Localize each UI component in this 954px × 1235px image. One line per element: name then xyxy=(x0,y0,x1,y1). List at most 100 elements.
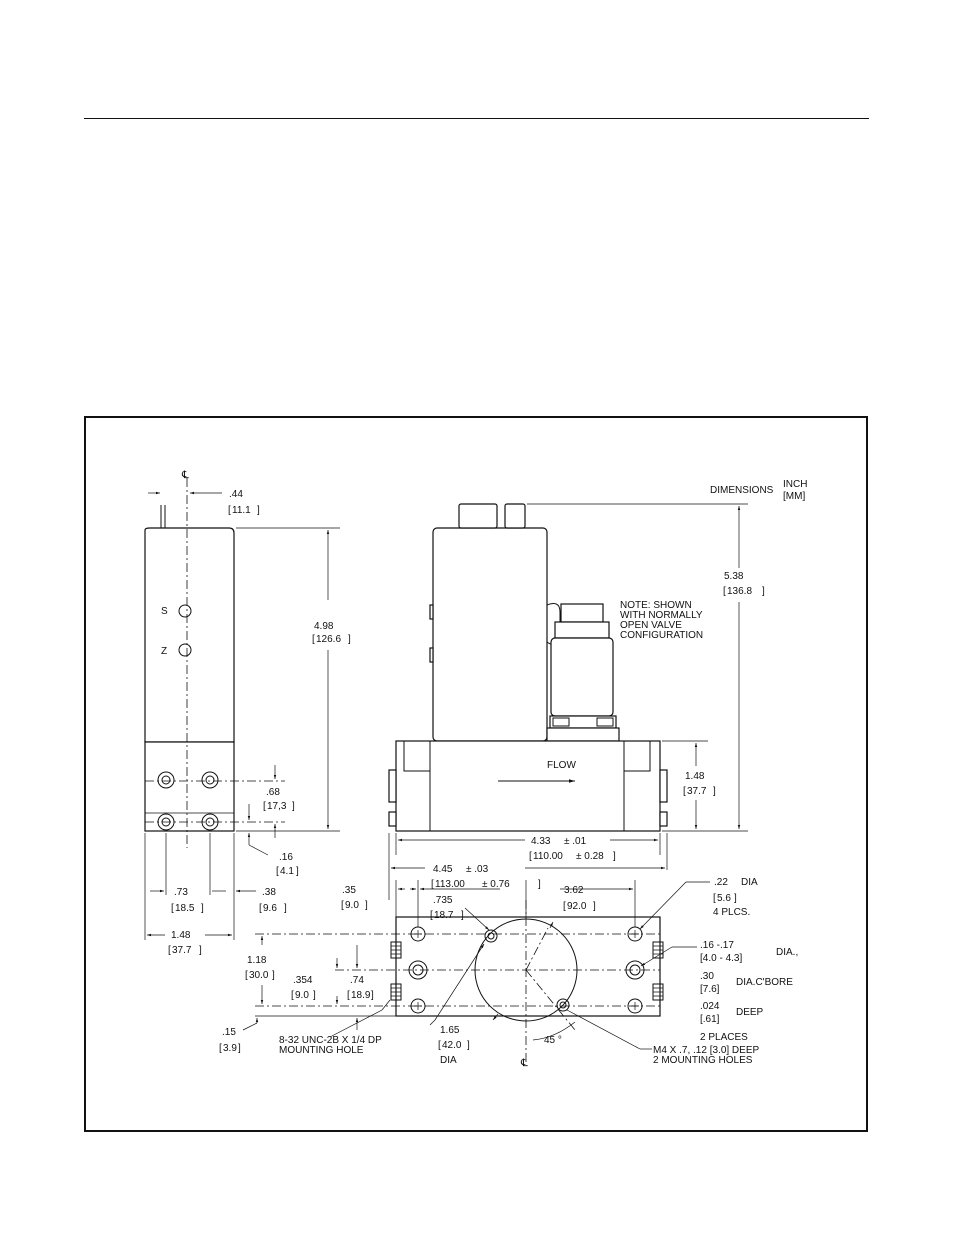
label-s: S xyxy=(161,606,168,617)
dim-35-mm: 9.0 xyxy=(345,900,359,911)
side-fitting-bottom-left xyxy=(157,813,175,831)
dim-30-mm: [7.6] xyxy=(700,984,720,995)
mount-hole-line-1: 8-32 UNC-2B X 1/4 DP xyxy=(279,1035,382,1046)
dim-148-side: 1.48 xyxy=(171,930,191,941)
dim-362-mm: 92.0 xyxy=(567,901,587,912)
side-view-base xyxy=(144,741,235,832)
header-rule xyxy=(84,118,869,119)
dim-30: .30 xyxy=(700,971,714,982)
dim-73: .73 xyxy=(174,887,188,898)
svg-text:[: [ xyxy=(431,879,434,890)
dim-74-mm: 18.9 xyxy=(351,990,371,1001)
dim-73-mm: 18.5 xyxy=(175,903,195,914)
dim-024-mm: [.61] xyxy=(700,1014,720,1025)
svg-text:]: ] xyxy=(713,786,716,797)
svg-text:[: [ xyxy=(723,586,726,597)
svg-text:]: ] xyxy=(538,879,541,890)
dim-16: .16 xyxy=(279,852,293,863)
dim-024-label: DEEP xyxy=(736,1007,764,1018)
dim-38-mm: 9.6 xyxy=(263,903,277,914)
note-line-3: OPEN VALVE xyxy=(620,620,682,631)
dim-15: .15 xyxy=(222,1027,236,1038)
dim-445: 4.45 xyxy=(433,864,453,875)
side-fitting-top-right xyxy=(201,771,219,789)
m4-hole-upper xyxy=(484,929,498,943)
dim-1617-label: DIA., xyxy=(776,947,798,958)
svg-text:[: [ xyxy=(291,990,294,1001)
front-view: FLOW DIMENSIONS INCH [MM] NOTE: SHOWN WI… xyxy=(388,479,807,900)
svg-text:]: ] xyxy=(461,910,464,921)
svg-text:[: [ xyxy=(168,945,171,956)
dim-1617: .16 -.17 xyxy=(700,940,734,951)
svg-text:]: ] xyxy=(201,903,204,914)
z-port xyxy=(178,643,192,657)
bottom-base-plate xyxy=(395,916,661,1017)
svg-text:[: [ xyxy=(276,866,279,877)
svg-text:[: [ xyxy=(563,901,566,912)
mount-hole-line-2: MOUNTING HOLE xyxy=(279,1045,364,1056)
svg-text:[: [ xyxy=(259,903,262,914)
dim-433-tol: ± .01 xyxy=(564,836,587,847)
hole-right-mid xyxy=(625,960,645,980)
m4-line-2: 2 MOUNTING HOLES xyxy=(653,1055,753,1066)
front-connector-right xyxy=(504,503,526,529)
svg-text:[: [ xyxy=(263,801,266,812)
svg-text:[: [ xyxy=(341,900,344,911)
svg-text:]: ] xyxy=(593,901,596,912)
mount-hole-right xyxy=(652,941,664,1001)
svg-text:[: [ xyxy=(430,910,433,921)
svg-text:[: [ xyxy=(219,1043,222,1054)
m4-line-1: M4 X .7, .12 [3.0] DEEP xyxy=(653,1045,759,1056)
bottom-circle xyxy=(474,918,578,1022)
dim-118-mm: 30.0 xyxy=(249,970,269,981)
dim-445-mm-tol: ± 0.76 xyxy=(482,879,510,890)
dim-735-mm: 18.7 xyxy=(434,910,454,921)
dim-445-tol: ± .03 xyxy=(466,864,489,875)
valve-actuator xyxy=(546,603,620,742)
unit-inch: INCH xyxy=(783,479,807,490)
svg-text:[: [ xyxy=(228,505,231,516)
side-fitting-top-left xyxy=(157,771,175,789)
bottom-view: ℄ .35 [ 9.0 ] 3.62 [ xyxy=(219,877,798,1069)
svg-text:]: ] xyxy=(613,851,616,862)
front-connector-left xyxy=(458,503,498,529)
dim-433: 4.33 xyxy=(531,836,551,847)
svg-text:]: ] xyxy=(296,866,299,877)
dim-35: .35 xyxy=(342,885,356,896)
svg-text:[: [ xyxy=(713,893,716,904)
side-view-upper-body xyxy=(144,527,235,743)
dim-165-mm: 42.0 xyxy=(442,1040,462,1051)
hole-left-mid xyxy=(408,960,428,980)
hole-left-bot xyxy=(410,998,426,1014)
svg-text:[: [ xyxy=(347,990,350,1001)
flow-label: FLOW xyxy=(547,760,576,771)
dim-22-note: 4 PLCS. xyxy=(713,907,750,918)
dim-148-front: 1.48 xyxy=(685,771,705,782)
svg-text:[: [ xyxy=(438,1040,441,1051)
label-z: Z xyxy=(161,646,167,657)
dim-148-side-mm: 37.7 xyxy=(172,945,192,956)
dim-498-mm: 126.6 xyxy=(316,634,341,645)
svg-text:]: ] xyxy=(762,586,765,597)
dim-538-mm: 136.8 xyxy=(727,586,752,597)
dim-44-mm: 11.1 xyxy=(232,505,251,516)
dim-433-mm-tol: ± 0.28 xyxy=(576,851,604,862)
dim-445-mm: 113.00 xyxy=(435,879,465,890)
svg-text:]: ] xyxy=(238,1043,241,1054)
svg-text:]: ] xyxy=(371,990,374,1001)
front-upper-housing xyxy=(432,527,548,742)
svg-text:]: ] xyxy=(365,900,368,911)
bottom-centerline-symbol: ℄ xyxy=(520,1057,528,1069)
dim-68: .68 xyxy=(266,787,280,798)
svg-text:]: ] xyxy=(467,1040,470,1051)
dimensions-title: DIMENSIONS xyxy=(710,485,774,496)
mount-hole-left xyxy=(390,941,402,1001)
svg-text:]: ] xyxy=(734,893,737,904)
dim-16-mm: 4.1 xyxy=(280,866,294,877)
dim-498: 4.98 xyxy=(314,621,334,632)
dim-362: 3.62 xyxy=(564,885,584,896)
dim-165: 1.65 xyxy=(440,1025,460,1036)
front-base-block xyxy=(395,740,661,832)
svg-text:[: [ xyxy=(312,634,315,645)
